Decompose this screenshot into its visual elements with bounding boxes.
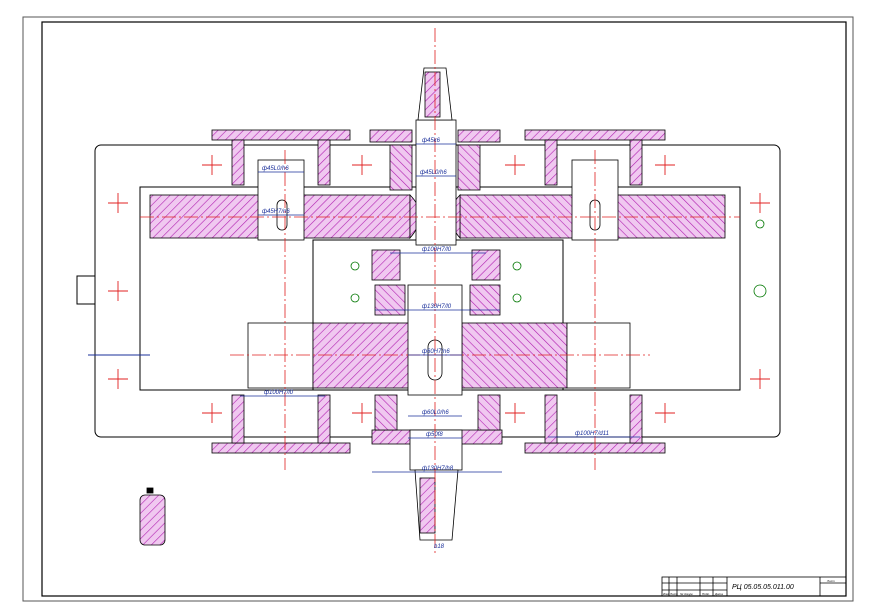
title-col-doc: № докум. — [680, 592, 693, 596]
dim-center-gear: ф60H7/n6 — [422, 349, 450, 355]
sheet-inner-frame — [41, 21, 847, 597]
vertical-shaft — [139, 67, 463, 546]
drawing-code: РЦ 05.05.05.011.00 — [732, 584, 794, 591]
title-sheet-label: Лист — [826, 579, 835, 583]
dim-left-top-gear: ф45H7/n6 — [262, 209, 290, 215]
lower-gear — [247, 284, 631, 396]
dim-left-top-bearing: ф45L0/h6 — [262, 166, 289, 172]
dim-mid-cup-upper: ф100H7/l0 — [422, 247, 452, 253]
sheet-outer-border — [22, 16, 854, 602]
pins — [350, 219, 767, 303]
title-col-change: Изм — [663, 592, 669, 596]
bearing-covers-top — [211, 129, 666, 191]
dim-top-shaft-bearing: ф45L0/h6 — [420, 170, 447, 176]
dimension-lines — [240, 143, 640, 473]
bolt-crosses — [108, 155, 770, 423]
dim-right-bottom-cup: ф100H7/d11 — [575, 431, 609, 437]
title-col-date: Дата — [714, 592, 723, 596]
title-col-sign: Подп. — [702, 592, 710, 596]
title-col-sheet: Лист — [669, 592, 678, 596]
dim-left-bottom-cup: ф100H7/l0 — [264, 390, 294, 396]
title-block — [661, 576, 847, 597]
dim-key-width: b18 — [434, 544, 445, 550]
dim-mid-cup-lower: ф130H7/l0 — [422, 304, 452, 310]
dim-bottom-shaft-bearing: ф60L0/h6 — [422, 410, 449, 416]
dim-top-shaft-seal: ф45k6 — [422, 138, 441, 144]
dim-bottom-shaft-seal: ф50f8 — [426, 432, 443, 438]
upper-gear-shaft — [149, 159, 726, 241]
dim-bottom-cover: ф130H7/h8 — [422, 466, 454, 472]
